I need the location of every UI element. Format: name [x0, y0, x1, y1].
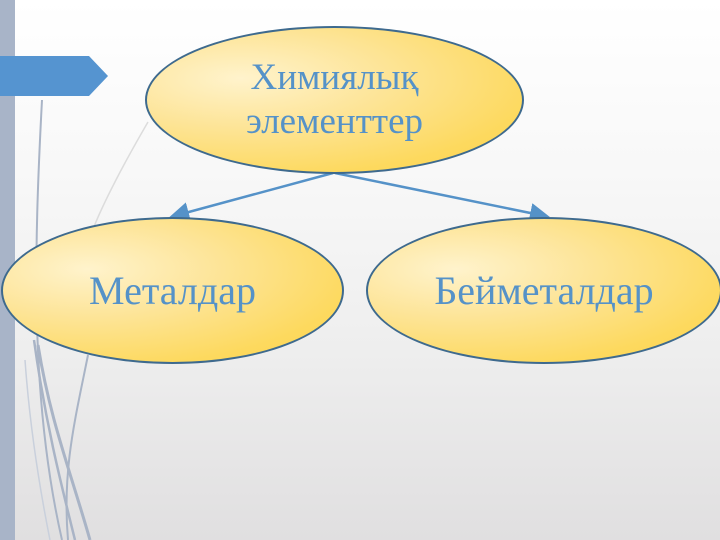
- root-node-label-line2: элементтер: [246, 101, 423, 142]
- root-node-chemical-elements: Химиялық элементтер: [145, 26, 524, 174]
- child-node-metals: Металдар: [1, 217, 344, 364]
- child-node-nonmetals: Бейметалдар: [366, 217, 720, 364]
- child-node-label: Металдар: [89, 268, 256, 313]
- title-tab-arrow: [0, 56, 108, 96]
- child-node-label: Бейметалдар: [434, 268, 654, 313]
- root-node-label-line1: Химиялық: [250, 57, 419, 98]
